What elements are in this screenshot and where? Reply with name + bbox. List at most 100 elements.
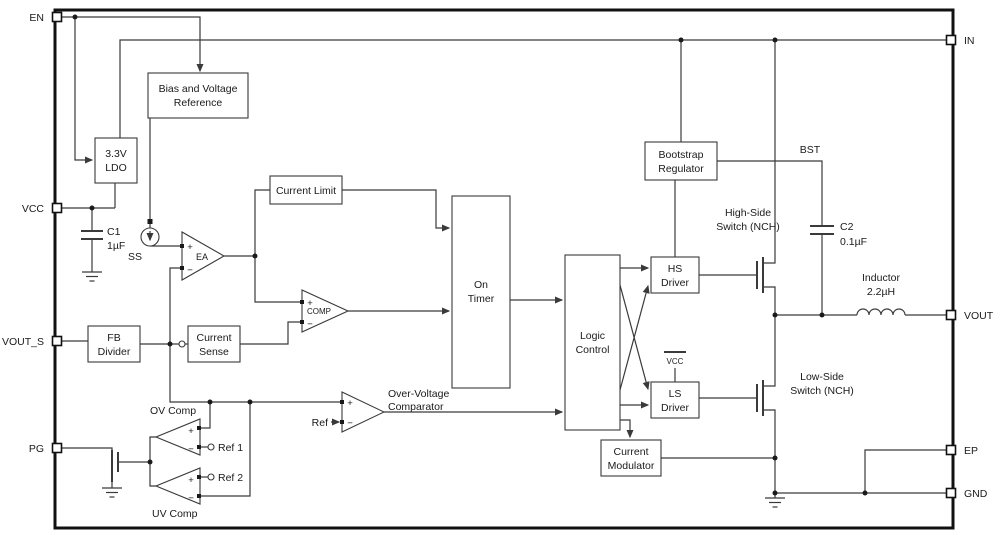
on-timer-label-1: On [474, 279, 488, 291]
block-bootstrap-regulator: Bootstrap Regulator [644, 141, 718, 181]
pin-in-label: IN [964, 35, 975, 47]
block-hs-driver: HS Driver [650, 256, 700, 294]
input-terminal [197, 494, 201, 498]
current-sense-label-1: Current [196, 332, 231, 344]
pins: EN VCC VOUT_S PG IN VOUT EP GND [2, 11, 994, 500]
block-fb-divider: FB Divider [87, 325, 141, 363]
pin-vout-s-label: VOUT_S [2, 336, 44, 348]
pwm-comparator: + − COMP [300, 289, 350, 333]
hs-driver-label-1: HS [668, 263, 683, 275]
comp-plus-sign: + [307, 298, 313, 309]
comp-minus-sign: − [307, 319, 313, 330]
capacitor-c2: C2 0.1µF [810, 221, 867, 248]
bootstrap-label-1: Bootstrap [659, 149, 704, 161]
pin-in: IN [945, 34, 975, 47]
logic-label-2: Control [576, 344, 610, 356]
ov-plus-sign: + [188, 426, 194, 437]
pin-vcc-label: VCC [22, 203, 45, 215]
hs-switch-label-2: Switch (NCH) [716, 221, 780, 233]
uv-plus-sign: + [188, 475, 194, 486]
uv-comparator: + − UV Comp Ref 2 [152, 467, 243, 520]
current-limit-label: Current Limit [276, 185, 336, 197]
pin-gnd-label: GND [964, 488, 988, 500]
ovc-plus-sign: + [347, 398, 353, 409]
pin-en: EN [29, 11, 63, 24]
pin-vout: VOUT [945, 309, 994, 322]
input-terminal [180, 266, 184, 270]
ref1-terminal [207, 443, 215, 451]
c1-value-label: 1µF [107, 240, 125, 252]
hs-driver-label-2: Driver [661, 277, 690, 289]
ls-switch-label-1: Low-Side [800, 371, 844, 383]
block-ls-driver: LS Driver [650, 381, 700, 419]
block-current-limit: Current Limit [269, 175, 343, 205]
input-terminal [197, 426, 201, 430]
input-terminal [300, 300, 304, 304]
input-terminal [197, 475, 201, 479]
ea-plus-sign: + [187, 242, 193, 253]
bst-label: BST [800, 144, 821, 156]
ls-switch-label-2: Switch (NCH) [790, 385, 854, 397]
pin-ep-label: EP [964, 445, 978, 457]
hs-switch-label-1: High-Side [725, 207, 771, 219]
bias-label-2: Reference [174, 97, 223, 109]
pin-pg-label: PG [29, 443, 44, 455]
input-terminal [180, 244, 184, 248]
ovc-minus-sign: − [347, 418, 353, 429]
pin-vout-label: VOUT [964, 310, 994, 322]
block-ldo: 3.3V LDO [94, 137, 138, 184]
pg-mosfet-symbol [111, 450, 119, 482]
current-modulator-label-2: Modulator [608, 460, 655, 472]
block-bias-reference: Bias and Voltage Reference [147, 72, 249, 119]
bias-label-1: Bias and Voltage [159, 83, 238, 95]
ov-comp-label: OV Comp [150, 405, 196, 417]
ls-driver-label-2: Driver [661, 402, 690, 414]
ref-label: Ref [312, 417, 328, 429]
ground-symbol-c1 [82, 271, 102, 282]
uv-comp-label: UV Comp [152, 508, 198, 520]
c1-label: C1 [107, 226, 121, 238]
hs-mosfet-symbol: High-Side Switch (NCH) [716, 207, 780, 293]
pin-ep: EP [945, 444, 978, 457]
input-terminal [340, 420, 344, 424]
ref2-terminal [207, 473, 215, 481]
vcc-rail-label: VCC [667, 357, 684, 366]
input-terminal [300, 320, 304, 324]
input-terminal [340, 400, 344, 404]
pin-vcc: VCC [22, 202, 63, 215]
block-logic-control: Logic Control [564, 254, 621, 431]
pin-en-label: EN [29, 12, 44, 24]
ea-minus-sign: − [187, 265, 193, 276]
inductor-label: Inductor [862, 272, 900, 284]
pin-gnd: GND [945, 487, 988, 500]
over-voltage-comparator: + − Over-Voltage Comparator Ref [312, 388, 449, 433]
block-current-sense: Current Sense [178, 325, 241, 363]
ovc-label-1: Over-Voltage [388, 388, 449, 400]
ldo-label-2: LDO [105, 162, 127, 174]
inductor-symbol: Inductor 2.2µH [856, 272, 906, 316]
current-sense-input-terminal [178, 340, 186, 348]
wires [61, 16, 947, 498]
bootstrap-label-2: Regulator [658, 163, 704, 175]
ground-symbol-power [765, 497, 785, 508]
ov-comparator: + − OV Comp Ref 1 [150, 405, 243, 456]
current-modulator-label-1: Current [613, 446, 648, 458]
fb-divider-label-2: Divider [98, 346, 131, 358]
current-sense-label-2: Sense [199, 346, 229, 358]
ss-label: SS [128, 251, 142, 263]
block-on-timer: On Timer [451, 195, 511, 389]
on-timer-label-2: Timer [468, 293, 495, 305]
ref1-label: Ref 1 [218, 442, 243, 454]
ref2-label: Ref 2 [218, 472, 243, 484]
error-amplifier: + − EA [180, 231, 226, 281]
logic-label-1: Logic [580, 330, 605, 342]
comp-label: COMP [307, 307, 331, 316]
c2-value-label: 0.1µF [840, 236, 867, 248]
ls-mosfet-symbol: Low-Side Switch (NCH) [756, 371, 854, 416]
ldo-label-1: 3.3V [105, 148, 127, 160]
inductor-value-label: 2.2µH [867, 286, 895, 298]
uv-minus-sign: − [188, 493, 194, 504]
pin-vout-s: VOUT_S [2, 335, 63, 348]
ovc-label-2: Comparator [388, 401, 444, 413]
